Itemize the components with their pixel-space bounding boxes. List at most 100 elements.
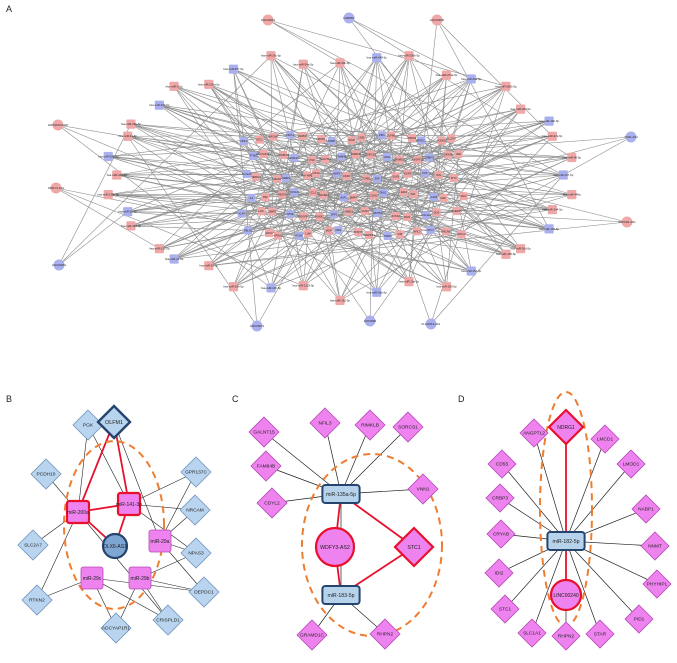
edge-a xyxy=(391,135,553,137)
gene-node-galnt15-label: GALNT15 xyxy=(319,157,331,161)
gene-node-crbp3-label: CRBP3 xyxy=(492,496,508,502)
gene-node-cdyl2-label: CDYL2 xyxy=(457,232,466,236)
edge-a xyxy=(312,159,337,174)
mirna-node-hsa-mir-10a-5p-label: hsa-miR-10a-5p xyxy=(399,280,419,284)
gene-node-nrcam-label: NRCAM xyxy=(268,135,278,139)
mirna-node-hsa-mir-448-5p-label: hsa-miR-448-5p xyxy=(367,56,387,60)
gene-node-nrcam-label: NRCAM xyxy=(186,508,204,514)
lncrna-node-flj22313-as1-label: FLJ22313-AS1 xyxy=(422,322,441,326)
gene-node-cdyl2-label: CDYL2 xyxy=(264,501,280,507)
edge-a xyxy=(436,19,550,230)
gene-node-pdgfb xyxy=(299,212,308,221)
edge-a xyxy=(270,55,396,177)
gene-node-crispld1-label: CRISPLD1 xyxy=(156,618,180,624)
gene-node-cryab-label: CRYAB xyxy=(493,532,509,538)
lncrna-node-linc00261-label: LINC00261 xyxy=(52,263,67,267)
gene-node-sorcs1-label: SORCS1 xyxy=(398,425,418,431)
mirna-node-hsa-mir-429-5p-label: hsa-miR-429-5p xyxy=(149,103,169,107)
edge-a xyxy=(428,157,553,210)
edge-a xyxy=(173,86,431,231)
gene-node-fn1 xyxy=(409,190,418,199)
gene-node-il6-label: IL6 xyxy=(250,196,254,200)
edge-a xyxy=(381,134,572,195)
gene-node-crispld1-label: CRISPLD1 xyxy=(277,153,290,157)
gene-node-adcyap1r1 xyxy=(259,150,268,159)
mirna-node-hsa-mir-144-5p-label: hsa-miR-144-5p xyxy=(542,208,562,212)
mirna-node-hsa-mir-363-5p-label: hsa-miR-363-5p xyxy=(511,107,531,111)
gene-node-pgk-label: PGK xyxy=(83,423,94,429)
mirna-node-hsa-mir-20-5p-label: hsa-miR-20-5p xyxy=(118,210,137,214)
gene-node-ccl2 xyxy=(308,188,317,197)
gene-node-gramd1c-label: GRAMD1C xyxy=(393,157,406,161)
mirna-node-hsa-mir-183-5p xyxy=(126,221,136,231)
gene-node-stc1 xyxy=(490,594,520,624)
gene-node-mgp-label: MGP xyxy=(326,229,332,233)
gene-node-galnt15 xyxy=(321,155,330,164)
mirna-node-hsa-mir-21-5p xyxy=(169,254,179,264)
gene-node-adcyap1r1-label: ADCYAP1R1 xyxy=(256,152,272,156)
gene-node-lmod1-label: LMOD1 xyxy=(316,137,325,141)
edge-a xyxy=(130,176,257,227)
mirna-node-hsa-mir-30d-5p xyxy=(516,244,526,254)
lncrna-node-wdfy3-as2 xyxy=(50,182,62,194)
mirna-node-hsa-mir-9-5p-label: hsa-miR-9-5p xyxy=(166,84,183,88)
gene-node-phyhipl xyxy=(302,171,311,180)
gene-node-rtkn2-label: RTKN2 xyxy=(29,598,45,604)
gene-node-nnmt xyxy=(640,531,670,561)
gene-node-dkk1-label: DKK1 xyxy=(380,191,387,195)
edge-a xyxy=(259,139,295,159)
mirna-node-hsa-mir-133-5p xyxy=(154,244,164,254)
gene-node-npas3 xyxy=(407,134,416,143)
gene-node-crbp3 xyxy=(425,153,434,162)
edge-a xyxy=(348,211,388,237)
edge-a xyxy=(303,196,435,286)
edge-a xyxy=(259,139,457,212)
gene-node-nt5e-label: NT5E xyxy=(287,212,294,216)
gene-node-timp3 xyxy=(383,231,392,240)
lncrna-node-hotaird xyxy=(364,315,376,327)
edge-a xyxy=(55,187,160,249)
edge-a xyxy=(387,137,413,237)
gene-node-klf4 xyxy=(237,209,246,218)
gene-node-acta2 xyxy=(391,211,400,220)
gene-node-pcdh10-label: PCDH10 xyxy=(437,139,448,143)
mirna-node-mir-29c-label: miR-29c xyxy=(83,576,102,582)
gene-node-nrcam-label: NRCAM xyxy=(441,229,451,233)
gene-node-map2-label: MAP2 xyxy=(333,171,341,175)
edge-a xyxy=(319,216,359,233)
gene-node-htra1-label: HTRA1 xyxy=(274,233,283,237)
edge-a xyxy=(173,178,378,260)
gene-node-egr2-label: EGR2 xyxy=(404,172,412,176)
mirna-node-hsa-mir-29c-5p xyxy=(266,51,276,61)
gene-node-rtkn2 xyxy=(21,584,53,616)
mirna-node-hsa-mir-448-5p xyxy=(372,53,382,63)
edge-a xyxy=(426,215,462,235)
lncrna-node-fam66c-label: FAM66C xyxy=(344,16,355,20)
gene-node-npas3 xyxy=(180,537,212,569)
gene-node-stc1-label: STC1 xyxy=(499,607,512,613)
lncrna-node-sapcd1-as1-label: SAPCD1-AS1 xyxy=(618,220,636,224)
edge-a xyxy=(399,159,425,174)
gene-node-nnmt-label: NNMT xyxy=(328,139,336,143)
gene-node-star xyxy=(585,619,615,649)
gene-node-tnf-label: TNF xyxy=(263,195,268,199)
lncrna-node-linc00261-label: LINC00261 xyxy=(261,18,276,22)
gene-node-nabp1-label: NABP1 xyxy=(638,507,654,513)
mirna-node-hsa-mir-424-5p xyxy=(112,170,122,180)
gene-node-pid1 xyxy=(377,131,386,140)
mirna-node-mir-183-5p xyxy=(321,585,361,605)
mirna-node-hsa-mir-374a-5p-label: hsa-miR-374a-5p xyxy=(436,73,458,77)
gene-node-postn xyxy=(354,228,363,237)
edge-a xyxy=(339,62,455,179)
gene-node-vnn1 xyxy=(382,153,391,162)
gene-node-slc2a7-label: SLC2A7 xyxy=(24,543,42,549)
mirna-node-hsa-mir-21-5p-label: hsa-miR-21-5p xyxy=(165,257,184,261)
edge-a xyxy=(208,235,300,266)
edge-d xyxy=(565,540,640,620)
gene-node-slc1a1 xyxy=(242,170,251,179)
edge-d xyxy=(501,463,567,542)
edge-a xyxy=(348,17,472,80)
lncrna-node-hotaird-label: HOTAIRD xyxy=(364,319,376,323)
gene-node-angptl2-label: ANGPTL2 xyxy=(412,158,424,162)
edge-a xyxy=(456,157,572,212)
